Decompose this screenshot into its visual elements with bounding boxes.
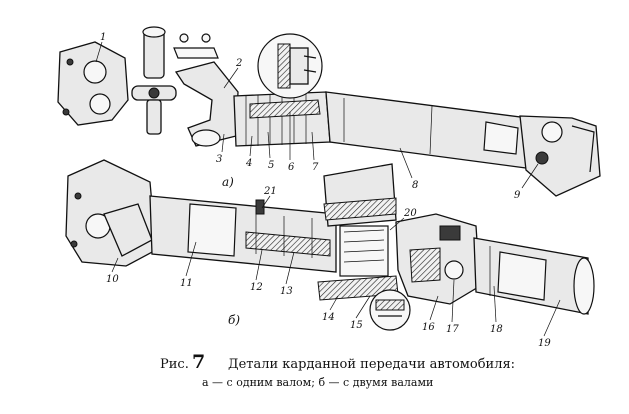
callout-11: 11: [180, 278, 193, 289]
callout-18: 18: [490, 324, 503, 335]
callout-5: 5: [268, 160, 274, 171]
intermediate-shaft: [149, 195, 337, 273]
callout-6: 6: [288, 162, 295, 173]
callout-1: 1: [100, 32, 106, 43]
callout-20: 20: [403, 208, 417, 219]
caption-number: 7: [192, 351, 205, 373]
callout-10: 10: [106, 274, 119, 285]
support-flange-part: [57, 41, 129, 126]
rear-universal-joint: [519, 115, 601, 197]
label-b: б): [228, 313, 240, 327]
callout-7: 7: [312, 162, 319, 173]
label-a: а): [222, 175, 234, 189]
rear-shaft-tube: [473, 237, 595, 315]
diagram-b: [65, 159, 595, 331]
callout-15: 15: [350, 320, 363, 331]
detail-inset-b: [369, 289, 411, 331]
callout-3: 3: [216, 154, 222, 165]
callout-19: 19: [538, 338, 551, 349]
splined-sleeve-part: [233, 91, 331, 147]
callout-4: 4: [245, 158, 252, 169]
caption-subtitle: а — с одним валом; б — с двумя валами: [202, 376, 433, 389]
cross-spider-part: [131, 26, 219, 135]
middle-universal-joint: [395, 213, 481, 305]
callout-9: 9: [514, 190, 521, 201]
main-tube: [325, 91, 529, 169]
callouts-b: [111, 195, 561, 337]
callout-13: 13: [280, 286, 293, 297]
callout-14: 14: [322, 312, 335, 323]
callout-2: 2: [235, 58, 242, 69]
caption-prefix: Рис.: [160, 357, 189, 372]
callout-12: 12: [250, 282, 263, 293]
callout-8: 8: [412, 180, 418, 191]
callouts-a: [95, 41, 539, 189]
caption-title: Детали карданной передачи автомобиля:: [228, 357, 515, 372]
front-flange: [65, 159, 157, 267]
yoke-part: [174, 61, 239, 147]
callout-17: 17: [446, 324, 459, 335]
intermediate-support: [317, 163, 399, 301]
callout-16: 16: [422, 322, 435, 333]
figure-caption: Рис. 7 Детали карданной передачи автомоб…: [160, 351, 515, 389]
callout-21: 21: [263, 186, 277, 197]
diagram-a: [57, 26, 601, 197]
detail-inset: [257, 33, 323, 99]
